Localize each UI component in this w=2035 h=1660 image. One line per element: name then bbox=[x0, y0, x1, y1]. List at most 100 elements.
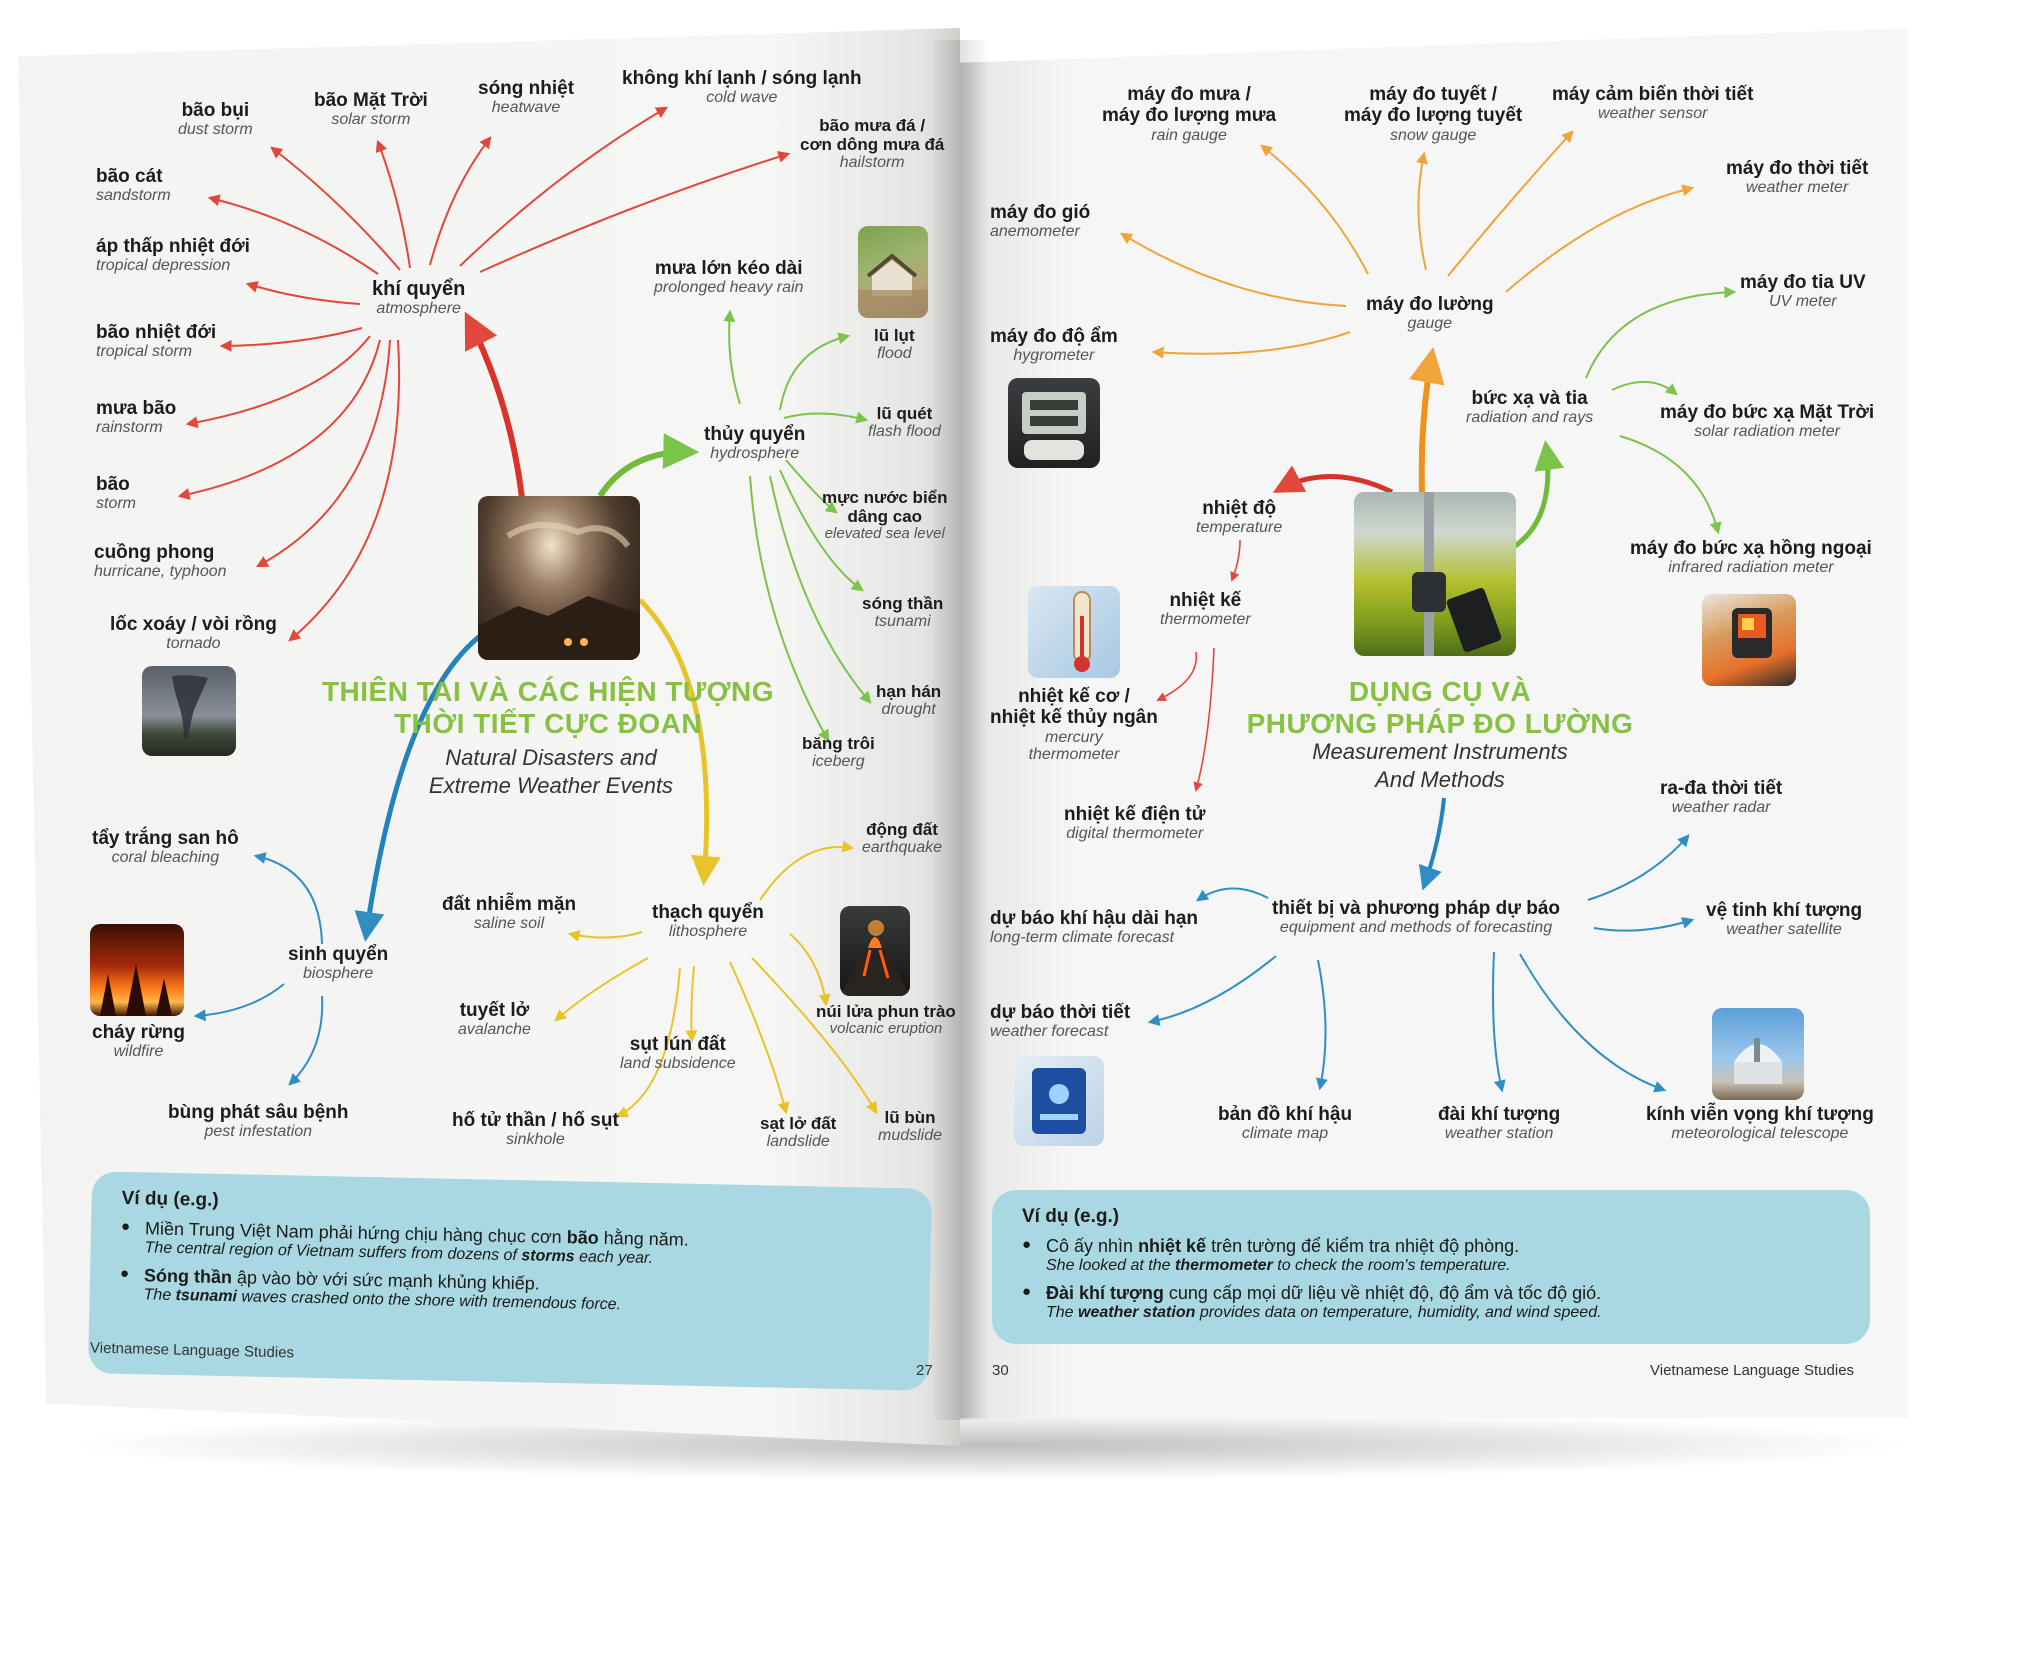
uv-meter-vn: máy đo tia UV bbox=[1740, 272, 1866, 293]
drought-vn: hạn hán bbox=[876, 682, 942, 701]
atmosphere-node: khí quyển atmosphere bbox=[372, 278, 465, 318]
lithosphere-vn: thạch quyển bbox=[652, 902, 764, 923]
forecast-vn: thiết bị và phương pháp dự báo bbox=[1272, 898, 1561, 919]
avalanche-vn: tuyết lở bbox=[459, 1000, 530, 1021]
solar-meter-en: solar radiation meter bbox=[1694, 423, 1840, 441]
temperature-node: nhiệt độ temperature bbox=[1196, 498, 1282, 537]
left-title-vn: THIÊN TAI VÀ CÁC HIỆN TƯỢNG THỜI TIẾT CỰ… bbox=[318, 676, 778, 740]
thermometer-photo bbox=[1028, 586, 1120, 678]
volcano-vn: núi lửa phun trào bbox=[816, 1002, 956, 1021]
digital-display-icon bbox=[1022, 392, 1086, 460]
iceberg-en: iceberg bbox=[812, 753, 865, 771]
weather-forecast-vn: dự báo thời tiết bbox=[990, 1002, 1131, 1023]
right-example-2-vn: Đài khí tượng cung cấp mọi dữ liệu về nh… bbox=[1046, 1283, 1602, 1303]
left-title-en-line-1: Natural Disasters and bbox=[445, 745, 657, 770]
right-example-1-vn: Cô ấy nhìn nhiệt kế trên tường để kiểm t… bbox=[1046, 1236, 1520, 1256]
snow-gauge-vn-2: máy đo lượng tuyết bbox=[1344, 105, 1523, 127]
observatory-dome-icon bbox=[1734, 1038, 1782, 1084]
thermometer-node: nhiệt kế thermometer bbox=[1160, 590, 1251, 629]
mercury-vn-1: nhiệt kế cơ / bbox=[1018, 686, 1130, 707]
rain-gauge-label: máy đo mưa / máy đo lượng mưa rain gauge bbox=[1102, 84, 1276, 144]
weather-station-vn: đài khí tượng bbox=[1438, 1104, 1561, 1125]
anemometer-label: máy đo gió anemometer bbox=[990, 202, 1090, 241]
mercury-en-1: mercury bbox=[1045, 728, 1103, 746]
infrared-meter-label: máy đo bức xạ hồng ngoại infrared radiat… bbox=[1630, 538, 1872, 577]
subsidence-en: land subsidence bbox=[620, 1055, 736, 1073]
mudslide-en: mudslide bbox=[878, 1127, 943, 1145]
sea-level-vn-1: mực nước biển bbox=[822, 488, 948, 507]
hurricane-vn: cuồng phong bbox=[94, 542, 215, 563]
hygrometer-vn: máy đo độ ẩm bbox=[990, 326, 1118, 347]
mudslide-label: lũ bùn mudslide bbox=[878, 1108, 942, 1145]
left-example-1: Miền Trung Việt Nam phải hứng chịu hàng … bbox=[120, 1218, 901, 1273]
satellite-label: vệ tinh khí tượng weather satellite bbox=[1706, 900, 1862, 939]
right-example-1: Cô ấy nhìn nhiệt kế trên tường để kiểm t… bbox=[1022, 1236, 1840, 1275]
left-title-en: Natural Disasters and Extreme Weather Ev… bbox=[398, 744, 704, 799]
mercury-en-2: thermometer bbox=[1028, 746, 1120, 764]
thermal-camera-icon bbox=[1732, 608, 1772, 658]
radiation-node: bức xạ và tia radiation and rays bbox=[1466, 388, 1593, 427]
coral-label: tẩy trắng san hô coral bleaching bbox=[92, 828, 239, 867]
left-title-line-1: THIÊN TAI VÀ CÁC HIỆN TƯỢNG bbox=[321, 676, 775, 707]
subsidence-vn: sụt lún đất bbox=[629, 1034, 726, 1055]
drought-label: hạn hán drought bbox=[876, 682, 941, 719]
storm-photo bbox=[478, 496, 640, 660]
weather-sensor-label: máy cảm biến thời tiết weather sensor bbox=[1552, 84, 1753, 123]
mercury-thermometer-label: nhiệt kế cơ / nhiệt kế thủy ngân mercury… bbox=[990, 686, 1158, 764]
radar-label: ra-đa thời tiết weather radar bbox=[1660, 778, 1782, 817]
tornado-label: lốc xoáy / vòi rồng tornado bbox=[110, 614, 277, 653]
climate-map-en: climate map bbox=[1241, 1125, 1329, 1143]
tropical-depression-en: tropical depression bbox=[96, 257, 231, 275]
biosphere-vn: sinh quyển bbox=[288, 944, 389, 965]
weather-meter-vn: máy đo thời tiết bbox=[1726, 158, 1869, 179]
left-page-number: 27 bbox=[916, 1362, 933, 1379]
right-title-line-1: DỤNG CỤ VÀ bbox=[1348, 676, 1532, 707]
tsunami-en: tsunami bbox=[874, 613, 931, 631]
anemometer-vn: máy đo gió bbox=[990, 202, 1091, 223]
coral-vn: tẩy trắng san hô bbox=[92, 828, 239, 849]
weather-forecast-en: weather forecast bbox=[990, 1023, 1109, 1041]
mudslide-vn: lũ bùn bbox=[884, 1108, 936, 1127]
hydrosphere-vn: thủy quyển bbox=[704, 424, 806, 445]
telescope-label: kính viễn vọng khí tượng meteorological … bbox=[1646, 1104, 1874, 1143]
digital-thermometer-label: nhiệt kế điện tử digital thermometer bbox=[1064, 804, 1206, 843]
volcano-icon bbox=[840, 920, 910, 996]
landslide-vn: sạt lở đất bbox=[760, 1114, 837, 1133]
tornado-icon bbox=[172, 675, 208, 738]
tsunami-label: sóng thần tsunami bbox=[862, 594, 943, 631]
right-page bbox=[960, 28, 1908, 1418]
weather-station-label: đài khí tượng weather station bbox=[1438, 1104, 1560, 1143]
weather-sensor-en: weather sensor bbox=[1598, 105, 1708, 123]
hailstorm-vn-1: bão mưa đá / bbox=[819, 116, 926, 135]
right-title-line-2: PHƯƠNG PHÁP ĐO LƯỜNG bbox=[1246, 708, 1634, 740]
hurricane-label: cuồng phong hurricane, typhoon bbox=[94, 542, 227, 581]
rain-gauge-en: rain gauge bbox=[1151, 126, 1227, 144]
digital-vn: nhiệt kế điện tử bbox=[1064, 804, 1206, 825]
flood-label: lũ lụt flood bbox=[874, 326, 915, 363]
temperature-en: temperature bbox=[1196, 519, 1283, 537]
flood-en: flood bbox=[876, 345, 912, 363]
pest-label: bùng phát sâu bệnh pest infestation bbox=[168, 1102, 349, 1141]
biosphere-node: sinh quyển biosphere bbox=[288, 944, 388, 983]
infrared-meter-en: infrared radiation meter bbox=[1668, 559, 1834, 577]
volcano-en: volcanic eruption bbox=[829, 1020, 943, 1038]
forecast-tablet-photo bbox=[1014, 1056, 1104, 1146]
storm-vn: bão bbox=[96, 474, 130, 495]
tropical-storm-vn: bão nhiệt đới bbox=[96, 322, 217, 343]
hailstorm-vn-2: cơn dông mưa đá bbox=[800, 135, 945, 155]
hygrometer-en: hygrometer bbox=[1013, 347, 1095, 365]
tornado-vn: lốc xoáy / vòi rồng bbox=[110, 614, 277, 635]
sandstorm-label: bão cát sandstorm bbox=[96, 166, 171, 205]
hygrometer-label: máy đo độ ẩm hygrometer bbox=[990, 326, 1118, 365]
tropical-depression-vn: áp thấp nhiệt đới bbox=[96, 236, 250, 257]
dust-storm-vn: bão bụi bbox=[181, 100, 250, 121]
heatwave-en: heatwave bbox=[491, 99, 561, 117]
earthquake-en: earthquake bbox=[862, 839, 943, 857]
forecast-node: thiết bị và phương pháp dự báo equipment… bbox=[1272, 898, 1560, 937]
solar-meter-label: máy đo bức xạ Mặt Trời solar radiation m… bbox=[1660, 402, 1874, 441]
radar-en: weather radar bbox=[1671, 799, 1771, 817]
solar-storm-label: bão Mặt Trời solar storm bbox=[314, 90, 428, 129]
sea-level-en: elevated sea level bbox=[824, 525, 945, 543]
sinkhole-vn: hố tử thần / hố sụt bbox=[452, 1110, 619, 1131]
thermometer-en: thermometer bbox=[1160, 611, 1251, 629]
